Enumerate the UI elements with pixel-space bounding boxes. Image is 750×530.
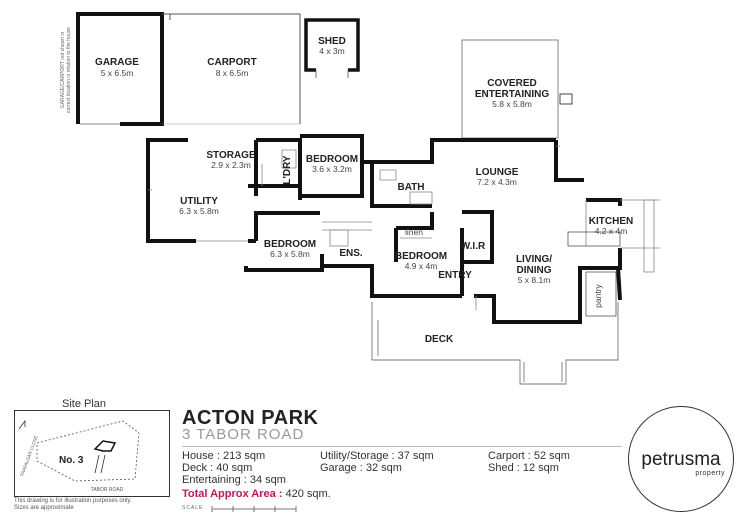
stat-house: House : 213 sqm — [182, 450, 266, 462]
stat-carport: Carport : 52 sqm — [488, 450, 570, 462]
property-name: ACTON PARK — [182, 407, 319, 429]
total-area-label: Total Approx Area : — [182, 488, 283, 500]
room-labels: GARAGE 5 x 6.5m CARPORT 8 x 6.5m SHED 4 … — [60, 27, 633, 345]
room-bedroom2-name: BEDROOM — [264, 239, 316, 250]
room-covered-name: COVERED — [487, 78, 536, 89]
room-lounge-dims: 7.2 x 4.3m — [477, 177, 517, 187]
house-walls — [146, 134, 622, 324]
site-side-road-label: TRAFALGAR CLOSE — [19, 435, 38, 477]
driveway — [94, 454, 106, 474]
stat-deck: Deck : 40 sqm — [182, 462, 253, 474]
disclaimer: This drawing is for illustration purpose… — [14, 498, 184, 512]
room-garage-dims: 5 x 6.5m — [101, 68, 134, 78]
room-wir-name: W.I.R — [461, 241, 486, 252]
north-arrow-icon — [18, 419, 26, 430]
room-bedroom3-name: BEDROOM — [395, 251, 447, 262]
room-bedroom1-dims: 3.6 x 3.2m — [312, 164, 352, 174]
garage-note-line2: correct location in relation to the hous… — [66, 27, 72, 113]
room-carport-name: CARPORT — [207, 57, 256, 68]
room-entry-name: ENTRY — [438, 270, 472, 281]
room-carport-dims: 8 x 6.5m — [216, 68, 249, 78]
total-area-value: 420 sqm. — [282, 488, 331, 500]
room-living-dims: 5 x 8.1m — [518, 275, 551, 285]
room-lounge-name: LOUNGE — [476, 167, 519, 178]
room-bath-name: BATH — [397, 182, 424, 193]
petrusma-logo: petrusma property — [628, 406, 734, 512]
stat-shed: Shed : 12 sqm — [488, 462, 559, 474]
interior-details — [148, 145, 660, 317]
site-plan-drawing: No. 3 TABOR ROAD TRAFALGAR CLOSE — [18, 419, 140, 493]
room-covered-dims: 5.8 x 5.8m — [492, 99, 532, 109]
stat-utility: Utility/Storage : 37 sqm — [320, 450, 434, 462]
floor-plan: GARAGE 5 x 6.5m CARPORT 8 x 6.5m SHED 4 … — [60, 12, 660, 385]
site-plan-box: No. 3 TABOR ROAD TRAFALGAR CLOSE — [14, 410, 170, 497]
room-bedroom1-name: BEDROOM — [306, 154, 358, 165]
shed-block — [304, 18, 360, 78]
room-bedroom2-dims: 6.3 x 5.8m — [270, 249, 310, 259]
scale-bar — [211, 506, 297, 512]
stat-garage: Garage : 32 sqm — [320, 462, 402, 474]
room-shed-dims: 4 x 3m — [319, 46, 345, 56]
room-ens-name: ENS. — [339, 248, 363, 259]
site-road-label: TABOR ROAD — [91, 487, 124, 493]
room-laundry-name: L'DRY — [282, 155, 293, 185]
garage-note-line1: GARAGE/CARPORT not shown in — [60, 32, 66, 109]
total-area: Total Approx Area : 420 sqm. — [182, 488, 331, 500]
scale-label: SCALE — [182, 505, 204, 511]
house-footprint — [93, 440, 117, 452]
room-storage-dims: 2.9 x 2.3m — [211, 160, 251, 170]
disclaimer-line1: This drawing is for illustration purpose… — [14, 498, 132, 504]
room-living-name: LIVING/ — [516, 254, 552, 265]
site-plan-label: Site Plan — [62, 398, 107, 410]
room-shed-name: SHED — [318, 36, 346, 47]
pantry-label: pantry — [593, 283, 603, 307]
room-covered-name2: ENTERTAINING — [475, 89, 549, 100]
site-lot-number: No. 3 — [59, 455, 84, 466]
logo-sub-text: property — [695, 470, 725, 477]
linen-label: linen — [405, 227, 423, 237]
room-utility-name: UTILITY — [180, 196, 218, 207]
logo-main-text: petrusma — [641, 449, 721, 470]
room-kitchen-name: KITCHEN — [589, 216, 633, 227]
deck-outline — [371, 302, 619, 385]
room-kitchen-dims: 4.2 x 4m — [595, 226, 628, 236]
title-divider — [182, 446, 622, 447]
room-utility-dims: 6.3 x 5.8m — [179, 206, 219, 216]
room-living-name2: DINING — [517, 265, 552, 276]
room-bedroom3-dims: 4.9 x 4m — [405, 261, 438, 271]
room-garage-name: GARAGE — [95, 57, 139, 68]
room-deck-name: DECK — [425, 334, 454, 345]
stat-entertaining: Entertaining : 34 sqm — [182, 474, 286, 486]
property-address: 3 TABOR ROAD — [182, 426, 305, 443]
room-storage-name: STORAGE — [206, 150, 256, 161]
disclaimer-line2: Sizes are approximate — [14, 505, 74, 511]
site-boundary — [36, 420, 140, 482]
garage-carport-block — [76, 12, 301, 126]
